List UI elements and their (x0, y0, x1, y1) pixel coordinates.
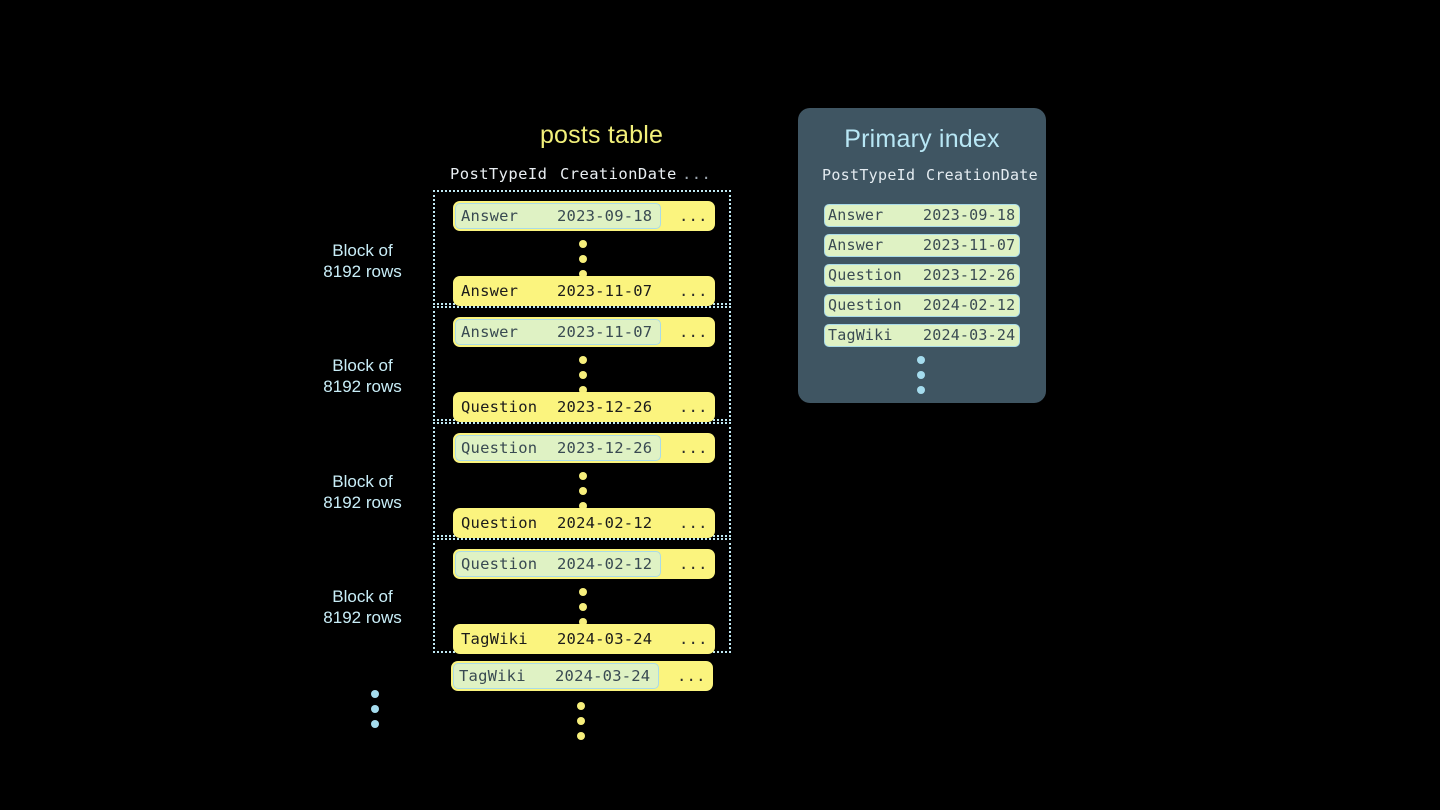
cell-post-type-id: Answer (461, 323, 519, 341)
cell-ellipsis: ... (679, 207, 708, 225)
index-trailing-ellipsis-icon (917, 356, 927, 401)
primary-index-title: Primary index (844, 125, 1000, 153)
cell-ellipsis: ... (679, 514, 708, 532)
block-label-2: Block of 8192 rows (300, 355, 425, 397)
cell-ellipsis: ... (679, 398, 708, 416)
table-row[interactable]: Answer 2023-11-07 ... (453, 317, 715, 347)
block-label-line-1: Block of (332, 241, 393, 260)
block-1: Answer 2023-09-18 ... Answer 2023-11-07 … (433, 190, 731, 306)
cell-post-type-id: Question (461, 514, 538, 532)
cell-post-type-id: Question (828, 296, 902, 314)
block-label-line-2: 8192 rows (323, 493, 402, 512)
column-header-post-type-id: PostTypeId (822, 166, 916, 184)
cell-post-type-id: Answer (828, 236, 884, 254)
index-highlight-box (455, 319, 661, 345)
row-cells: TagWiki 2024-03-24 ... (451, 661, 713, 691)
block-label-4: Block of 8192 rows (300, 586, 425, 628)
posts-table-column-headers: PostTypeId CreationDate ... (450, 165, 753, 187)
cell-post-type-id: Question (461, 398, 538, 416)
block-3: Question 2023-12-26 ... Question 2024-02… (433, 422, 731, 538)
row-cells: Answer 2023-09-18 ... (453, 201, 715, 231)
index-highlight-box (455, 435, 661, 461)
index-highlight-box (455, 551, 661, 577)
column-header-creation-date: CreationDate (560, 165, 677, 183)
row-cells: Question 2023-12-26 ... (453, 392, 715, 422)
cell-post-type-id: TagWiki (828, 326, 893, 344)
cell-creation-date: 2023-09-18 (557, 207, 653, 225)
block-label-line-2: 8192 rows (323, 608, 402, 627)
cell-creation-date: 2023-12-26 (923, 266, 1016, 284)
row-gap-ellipsis-icon (579, 240, 589, 285)
primary-index-column-headers: PostTypeId CreationDate (818, 166, 1038, 188)
cell-creation-date: 2024-02-12 (923, 296, 1016, 314)
table-row-trailing[interactable]: TagWiki 2024-03-24 ... (451, 661, 713, 691)
posts-table-panel: posts table PostTypeId CreationDate ... … (300, 110, 770, 750)
cell-ellipsis: ... (677, 667, 706, 685)
cell-post-type-id: Answer (461, 207, 519, 225)
row-cells: Question 2024-02-12 ... (453, 549, 715, 579)
index-entry[interactable]: TagWiki 2024-03-24 (824, 324, 1020, 347)
table-row[interactable]: Question 2024-02-12 ... (453, 508, 715, 538)
cell-post-type-id: TagWiki (459, 667, 526, 685)
block-4: Question 2024-02-12 ... TagWiki 2024-03-… (433, 538, 731, 654)
cell-creation-date: 2024-02-12 (557, 514, 653, 532)
cell-post-type-id: Answer (828, 206, 884, 224)
cell-creation-date: 2023-09-18 (923, 206, 1016, 224)
block-label-line-1: Block of (332, 587, 393, 606)
block-2: Answer 2023-11-07 ... Question 2023-12-2… (433, 306, 731, 422)
block-label-1: Block of 8192 rows (300, 240, 425, 282)
row-cells: TagWiki 2024-03-24 ... (453, 624, 715, 654)
column-header-creation-date: CreationDate (926, 166, 1038, 184)
cell-post-type-id: TagWiki (461, 630, 528, 648)
table-trailing-ellipsis-icon (577, 702, 587, 747)
row-cells: Question 2024-02-12 ... (453, 508, 715, 538)
index-highlight-box (453, 663, 659, 689)
cell-creation-date: 2023-12-26 (557, 439, 653, 457)
cell-ellipsis: ... (679, 439, 708, 457)
cell-ellipsis: ... (679, 282, 708, 300)
cell-post-type-id: Question (461, 555, 538, 573)
cell-creation-date: 2024-02-12 (557, 555, 653, 573)
cell-creation-date: 2024-03-24 (923, 326, 1016, 344)
block-label-3: Block of 8192 rows (300, 471, 425, 513)
block-label-line-1: Block of (332, 356, 393, 375)
block-label-line-2: 8192 rows (323, 377, 402, 396)
index-entry[interactable]: Answer 2023-09-18 (824, 204, 1020, 227)
cell-creation-date: 2024-03-24 (557, 630, 653, 648)
blocks-trailing-ellipsis-icon (371, 690, 381, 735)
row-cells: Answer 2023-11-07 ... (453, 317, 715, 347)
cell-creation-date: 2023-11-07 (557, 323, 653, 341)
table-row[interactable]: TagWiki 2024-03-24 ... (453, 624, 715, 654)
cell-post-type-id: Question (828, 266, 902, 284)
cell-ellipsis: ... (679, 323, 708, 341)
index-entry[interactable]: Answer 2023-11-07 (824, 234, 1020, 257)
block-label-line-2: 8192 rows (323, 262, 402, 281)
index-entry[interactable]: Question 2023-12-26 (824, 264, 1020, 287)
row-gap-ellipsis-icon (579, 588, 589, 633)
block-label-line-1: Block of (332, 472, 393, 491)
table-row[interactable]: Answer 2023-09-18 ... (453, 201, 715, 231)
primary-index-panel: Primary index PostTypeId CreationDate An… (798, 108, 1046, 403)
column-header-post-type-id: PostTypeId (450, 165, 548, 183)
posts-table-title: posts table (539, 121, 664, 149)
cell-ellipsis: ... (679, 555, 708, 573)
row-cells: Question 2023-12-26 ... (453, 433, 715, 463)
cell-post-type-id: Answer (461, 282, 519, 300)
table-row[interactable]: Answer 2023-11-07 ... (453, 276, 715, 306)
cell-creation-date: 2023-11-07 (923, 236, 1016, 254)
row-cells: Answer 2023-11-07 ... (453, 276, 715, 306)
cell-post-type-id: Question (461, 439, 538, 457)
table-row[interactable]: Question 2024-02-12 ... (453, 549, 715, 579)
column-header-ellipsis: ... (682, 165, 712, 183)
index-entry[interactable]: Question 2024-02-12 (824, 294, 1020, 317)
cell-creation-date: 2023-12-26 (557, 398, 653, 416)
row-gap-ellipsis-icon (579, 356, 589, 401)
table-row[interactable]: Question 2023-12-26 ... (453, 433, 715, 463)
table-row[interactable]: Question 2023-12-26 ... (453, 392, 715, 422)
cell-creation-date: 2023-11-07 (557, 282, 653, 300)
cell-creation-date: 2024-03-24 (555, 667, 651, 685)
cell-ellipsis: ... (679, 630, 708, 648)
index-highlight-box (455, 203, 661, 229)
row-gap-ellipsis-icon (579, 472, 589, 517)
